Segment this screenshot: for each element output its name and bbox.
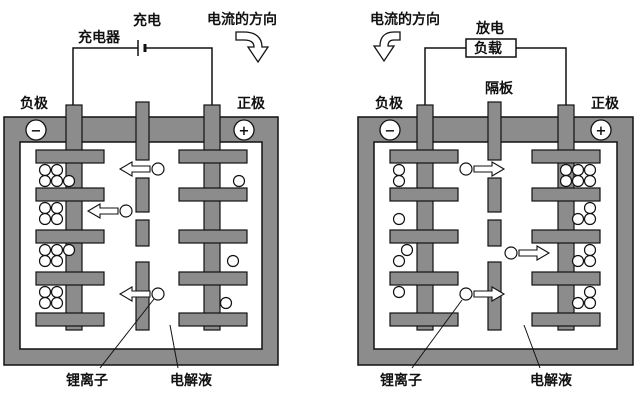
ion-cluster-positive-right (559, 163, 597, 310)
charge-circuit-wire-right (145, 47, 213, 115)
positive-terminal-right (590, 119, 612, 141)
ion-arrow-icon (518, 245, 551, 261)
electrolyte-leader-right (523, 324, 541, 369)
ion-cluster-negative-right (392, 163, 414, 299)
negative-electrode-right (389, 104, 459, 331)
minus-sign-right: − (385, 124, 396, 139)
ion-arrow-icon (118, 286, 151, 302)
curved-arrow-down-icon (235, 31, 270, 64)
lithium-leader-left (99, 298, 155, 369)
lithium-ion (459, 287, 473, 301)
negative-electrode-left (35, 104, 105, 331)
charge-circuit-wire (72, 47, 138, 115)
charge-label: 充电 (133, 12, 161, 29)
lithium-ion (504, 246, 518, 260)
electrolyte-label-right: 电解液 (530, 372, 573, 389)
current-direction-label-left: 电流的方向 (207, 11, 277, 28)
lithium-ion-label-left: 锂离子 (66, 372, 108, 389)
lithium-ion (119, 204, 133, 218)
lithium-ion-label-right: 锂离子 (380, 372, 422, 389)
positive-electrode-left (178, 104, 248, 331)
charger-label: 充电器 (78, 29, 121, 46)
lithium-ion (459, 162, 473, 176)
negative-terminal-left (25, 119, 47, 141)
discharge-circuit-wire-right (516, 47, 567, 115)
positive-electrode-right (531, 104, 601, 331)
ion-arrow-icon (473, 161, 506, 177)
plus-sign-left: + (239, 124, 250, 139)
battery-container-left (3, 116, 279, 366)
battery-container-right (357, 116, 634, 366)
lithium-leader-right (411, 299, 463, 369)
ion-cluster-positive-left (219, 174, 246, 310)
ion-arrow-icon (118, 161, 151, 177)
ion-arrow-icon (86, 203, 119, 219)
discharging-panel: 负载 放电 电流的方向 隔板 负极 正极 − + (357, 11, 634, 389)
positive-terminal-left (233, 119, 255, 141)
positive-label-right: 正极 (591, 95, 620, 112)
lithium-ion (151, 162, 165, 176)
ion-cluster-negative-left (38, 163, 76, 310)
discharge-label: 放电 (475, 20, 504, 37)
separator-label: 隔板 (485, 80, 514, 97)
negative-terminal-right (379, 119, 401, 141)
separator-left (135, 101, 150, 331)
negative-label-right: 负极 (375, 95, 404, 112)
ion-migration-left (86, 161, 165, 302)
lithium-ion (151, 287, 165, 301)
electrolyte-label-left: 电解液 (170, 372, 213, 389)
minus-sign-left: − (31, 124, 42, 139)
positive-label-left: 正极 (237, 95, 266, 112)
negative-label-left: 负极 (20, 95, 49, 112)
plus-sign-right: + (596, 124, 607, 139)
electrolyte-leader-left (169, 324, 179, 369)
load-label: 负载 (474, 40, 502, 57)
curved-arrow-left-icon (372, 31, 401, 63)
charging-panel: 充电器 充电 电流的方向 负极 正极 − + (3, 11, 279, 389)
discharge-circuit-wire (424, 47, 466, 115)
ion-arrow-icon (473, 286, 506, 302)
current-direction-label-right: 电流的方向 (370, 11, 440, 28)
ion-migration-right (459, 161, 551, 302)
